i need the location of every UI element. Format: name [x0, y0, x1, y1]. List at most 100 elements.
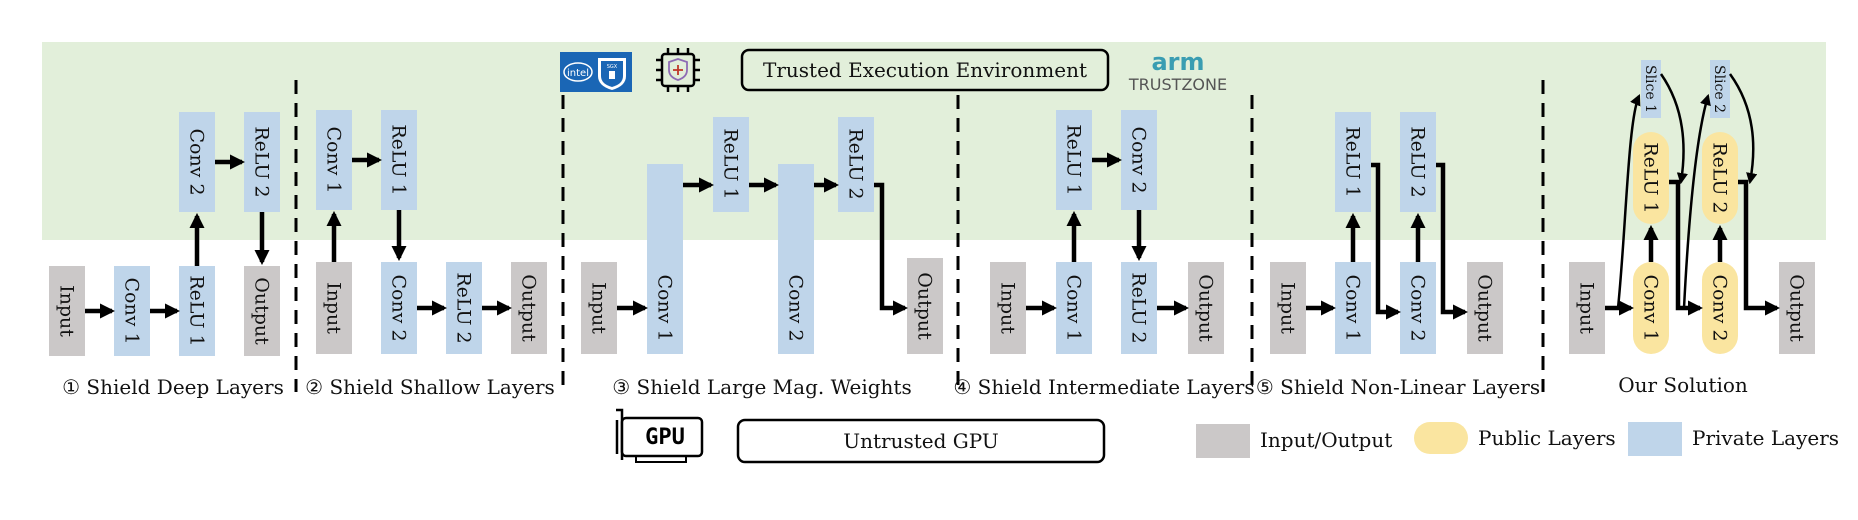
conv2-node [381, 262, 417, 354]
trustzone-text: TRUSTZONE [1128, 75, 1227, 94]
input-node [49, 266, 85, 356]
intel-sgx-text: SGX [607, 64, 618, 70]
panel-3-label: ③ Shield Large Mag. Weights [612, 375, 911, 399]
input-label: Input [1575, 282, 1597, 334]
output-node [1779, 262, 1815, 354]
conv2-node [1121, 110, 1157, 210]
conv2-label: Conv 2 [1708, 274, 1730, 341]
panel-5-label: ⑤ Shield Non-Linear Layers [1256, 375, 1540, 399]
conv1-label: Conv 1 [120, 277, 142, 344]
tee-label: Trusted Execution Environment [763, 58, 1087, 82]
input-label: Input [587, 282, 609, 334]
legend-io-label: Input/Output [1260, 428, 1392, 452]
output-node [1467, 262, 1503, 354]
output-node [907, 258, 943, 354]
relu2-node [1400, 112, 1436, 212]
slice2-label: Slice 2 [1711, 65, 1727, 113]
gpu-chip-text: GPU [645, 425, 685, 450]
panel-shield-deep-layers: Input Conv 1 ReLU 1 Conv 2 ReLU 2 Output… [49, 112, 284, 399]
output-label: Output [1194, 274, 1216, 342]
relu2-label: ReLU 2 [1406, 126, 1428, 197]
relu1-node [1633, 132, 1669, 224]
output-label: Output [1785, 274, 1807, 342]
output-label: Output [250, 277, 272, 345]
relu2-label: ReLU 2 [844, 128, 866, 199]
arm-logo-text: arm [1151, 48, 1204, 76]
conv2-node [778, 164, 814, 354]
slice1-node [1641, 60, 1661, 118]
legend-io-swatch [1196, 424, 1250, 458]
panel-separators [294, 80, 1545, 392]
conv1-node [1633, 262, 1669, 354]
relu1-label: ReLU 1 [1341, 126, 1363, 197]
conv1-node [647, 164, 683, 354]
relu1-label: ReLU 1 [719, 128, 741, 199]
output-label: Output [1473, 274, 1495, 342]
conv2-label: Conv 2 [185, 128, 207, 195]
conv2-node [1400, 262, 1436, 354]
relu1-label: ReLU 1 [1062, 124, 1084, 195]
output-node [1188, 262, 1224, 354]
relu1-node [1335, 112, 1371, 212]
conv1-label: Conv 1 [653, 274, 675, 341]
relu1-node [381, 110, 417, 210]
panel-shield-intermediate-layers: Input Conv 1 ReLU 1 Conv 2 ReLU 2 Output… [953, 110, 1255, 399]
output-node [511, 262, 547, 354]
relu1-node [179, 266, 215, 356]
panel-shield-non-linear-layers: Input Conv 1 ReLU 1 Conv 2 ReLU 2 Output… [1256, 112, 1540, 399]
conv2-node [1702, 262, 1738, 354]
input-label: Input [322, 282, 344, 334]
output-label: Output [913, 272, 935, 340]
relu2-label: ReLU 2 [1708, 142, 1730, 213]
relu2-node [446, 262, 482, 354]
relu2-label: ReLU 2 [250, 126, 272, 197]
panel-1-label: ① Shield Deep Layers [62, 375, 284, 399]
legend: Input/Output Public Layers Private Layer… [1196, 422, 1839, 458]
tee-chip-icon [656, 48, 700, 92]
relu1-label: ReLU 1 [1639, 142, 1661, 213]
panel-shield-large-mag-weights: Input Conv 1 ReLU 1 Conv 2 ReLU 2 Output… [581, 117, 943, 399]
panel-2-label: ② Shield Shallow Layers [305, 375, 555, 399]
input-node [581, 262, 617, 354]
conv1-node [114, 266, 150, 356]
relu1-label: ReLU 1 [185, 275, 207, 346]
conv1-label: Conv 1 [322, 126, 344, 193]
conv2-label: Conv 2 [1127, 126, 1149, 193]
input-label: Input [996, 282, 1018, 334]
input-label: Input [55, 285, 77, 337]
conv1-label: Conv 1 [1062, 274, 1084, 341]
conv1-node [1056, 262, 1092, 354]
slice1-label: Slice 1 [1642, 65, 1658, 113]
input-node [1270, 262, 1306, 354]
conv1-label: Conv 1 [1639, 274, 1661, 341]
relu2-label: ReLU 2 [1127, 272, 1149, 343]
gpu-icon: GPU [615, 408, 704, 463]
conv2-label: Conv 2 [387, 274, 409, 341]
legend-private-label: Private Layers [1692, 426, 1839, 450]
untrusted-gpu-box [736, 418, 1106, 464]
input-node [990, 262, 1026, 354]
slice2-node [1710, 60, 1730, 118]
conv1-node [1335, 262, 1371, 354]
legend-public-label: Public Layers [1478, 426, 1616, 450]
relu2-node [838, 117, 874, 212]
output-label: Output [517, 274, 539, 342]
relu2-node [1702, 132, 1738, 224]
relu1-label: ReLU 1 [387, 124, 409, 195]
relu1-node [1056, 110, 1092, 210]
conv1-label: Conv 1 [1341, 274, 1363, 341]
input-node [1569, 262, 1605, 354]
relu2-label: ReLU 2 [452, 272, 474, 343]
input-label: Input [1276, 282, 1298, 334]
panel-our-solution: Input Conv 1 ReLU 1 Slice 1 Conv 2 ReLU … [1569, 60, 1815, 397]
panel-shield-shallow-layers: Input Conv 1 ReLU 1 Conv 2 ReLU 2 Output… [305, 110, 555, 399]
intel-sgx-logo: intel SGX [560, 52, 632, 92]
legend-public-swatch [1414, 422, 1468, 454]
relu1-node [713, 117, 749, 212]
tee-label-box [740, 48, 1110, 92]
conv2-label: Conv 2 [784, 274, 806, 341]
relu2-node [1121, 262, 1157, 354]
conv2-label: Conv 2 [1406, 274, 1428, 341]
